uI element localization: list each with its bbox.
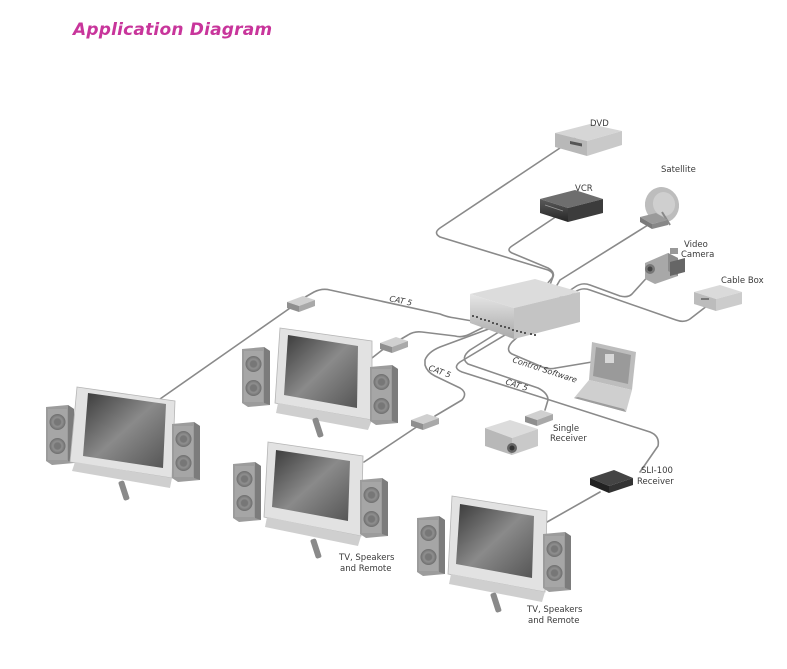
tv4-label-line1: TV, Speakers xyxy=(526,605,583,615)
tv-2 xyxy=(242,327,398,439)
cable-box-label: Cable Box xyxy=(721,276,764,286)
cable-tv2 xyxy=(395,324,489,343)
laptop xyxy=(574,342,636,412)
cable-tv1-drop xyxy=(159,305,294,400)
tv-1 xyxy=(46,386,200,502)
cable-label-cat5-mid: CAT 5 xyxy=(504,377,529,393)
dvd-label: DVD xyxy=(590,119,609,129)
cable-tv3-drop xyxy=(363,425,419,463)
mini-receiver-tv2 xyxy=(380,337,408,353)
vcr-label: VCR xyxy=(575,184,593,194)
projector xyxy=(485,420,538,455)
video-camera-label-line1: Video xyxy=(684,240,708,250)
cable-label-cat5-left: CAT 5 xyxy=(427,363,452,379)
video-camera-label-line2: Camera xyxy=(681,250,714,260)
tv4-label-line2: and Remote xyxy=(528,616,580,626)
cable-control xyxy=(507,329,593,370)
tv-3 xyxy=(233,441,388,560)
cable-sli100 xyxy=(455,331,660,473)
cable-satellite xyxy=(552,224,649,293)
satellite-label: Satellite xyxy=(661,165,696,175)
tv3-label-line1: TV, Speakers xyxy=(338,553,395,563)
single-receiver-label-line1: Single xyxy=(553,424,579,434)
vcr xyxy=(540,190,603,222)
distribution-hub xyxy=(470,279,580,339)
cable-vcr xyxy=(508,213,561,291)
single-receiver-label-line2: Receiver xyxy=(550,434,587,444)
tv-4 xyxy=(417,495,571,614)
cable-cable-box xyxy=(564,288,713,323)
cable-single-receiver xyxy=(463,329,549,411)
video-camera xyxy=(645,248,685,284)
dvd-player xyxy=(555,124,622,156)
diagram-title: Application Diagram xyxy=(73,20,273,40)
sli100-label-line1: SLI-100 xyxy=(641,466,673,476)
cable-tv4-drop xyxy=(539,491,601,527)
cable-tv1 xyxy=(299,288,479,323)
cable-video-camera xyxy=(559,271,653,298)
cable-box xyxy=(694,285,742,311)
tv3-label-line2: and Remote xyxy=(340,564,392,574)
sli100-receiver xyxy=(590,470,633,493)
mini-receiver-single xyxy=(525,410,553,426)
cable-tv3 xyxy=(424,326,495,417)
satellite-dish xyxy=(640,187,680,229)
control-software-label: Control Software xyxy=(511,355,578,384)
hub-ports xyxy=(472,315,536,336)
sli100-label-line2: Receiver xyxy=(637,477,674,487)
mini-receiver-tv1 xyxy=(287,296,315,312)
